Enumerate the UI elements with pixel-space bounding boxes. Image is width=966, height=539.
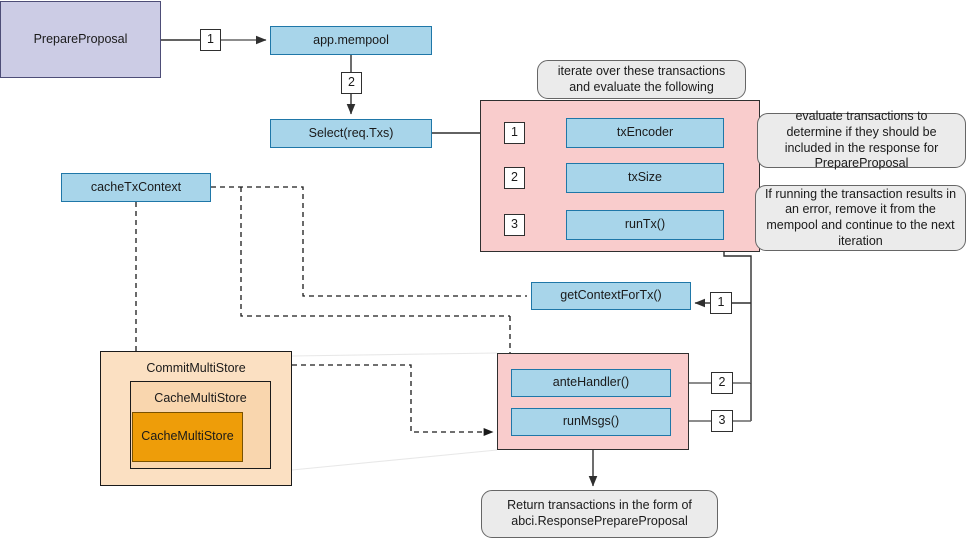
cache-multi-store-inner-label: CacheMultiStore [141,429,234,444]
callout-iterate-text: iterate over these transactions and eval… [557,63,726,94]
badge-label: 2 [511,170,518,185]
callout-evaluate-text: evaluate transactions to determine if th… [784,109,939,171]
select-req-txs-node[interactable]: Select(req.Txs) [270,119,432,148]
callout-error-text: If running the transaction results in an… [764,186,957,248]
callout-return: Return transactions in the form of abci.… [481,490,718,538]
badge-label: 1 [207,32,214,47]
app-mempool-label: app.mempool [313,32,389,47]
run-msgs-node[interactable]: runMsgs() [511,408,671,436]
badge-label: 3 [718,413,726,428]
ante-handler-label: anteHandler() [552,375,630,390]
badge-2-txsize: 2 [504,167,525,189]
get-context-for-tx-node[interactable]: getContextForTx() [531,282,691,310]
callout-evaluate: evaluate transactions to determine if th… [757,109,966,170]
callout-error: If running the transaction results in an… [755,185,966,251]
badge-label: 1 [717,295,725,310]
prepare-proposal-node[interactable]: PrepareProposal [0,1,161,78]
prepare-proposal-label: PrepareProposal [33,31,128,46]
badge-label: 2 [718,375,726,390]
select-req-txs-label: Select(req.Txs) [308,125,394,140]
badge-2-mempool-to-select: 2 [341,72,362,94]
cache-multi-store-inner: CacheMultiStore [132,412,243,462]
badge-1-getcontextfortx: 1 [710,292,732,314]
badge-2-antehandler: 2 [711,372,733,394]
run-msgs-label: runMsgs() [562,414,620,429]
run-tx-node[interactable]: runTx() [566,210,724,240]
tx-size-label: txSize [627,170,663,185]
get-context-for-tx-label: getContextForTx() [560,288,662,303]
commit-multi-store-label: CommitMultiStore [146,361,246,375]
badge-label: 1 [511,125,518,140]
badge-1-txencoder: 1 [504,122,525,144]
badge-label: 3 [511,217,518,232]
tx-encoder-node[interactable]: txEncoder [566,118,724,148]
app-mempool-node[interactable]: app.mempool [270,26,432,55]
badge-1-prepare-to-mempool: 1 [200,29,221,51]
tx-size-node[interactable]: txSize [566,163,724,193]
ante-handler-node[interactable]: anteHandler() [511,369,671,397]
cache-multi-store-outer-label: CacheMultiStore [154,391,247,405]
cache-tx-context-label: cacheTxContext [90,179,182,194]
badge-3-runmsgs: 3 [711,410,733,432]
callout-return-text: Return transactions in the form of abci.… [507,498,692,528]
badge-label: 2 [348,75,355,90]
run-tx-label: runTx() [624,217,666,232]
badge-3-runtx: 3 [504,214,525,236]
callout-iterate: iterate over these transactions and eval… [537,60,746,99]
tx-encoder-label: txEncoder [616,125,674,140]
cache-tx-context-node[interactable]: cacheTxContext [61,173,211,202]
